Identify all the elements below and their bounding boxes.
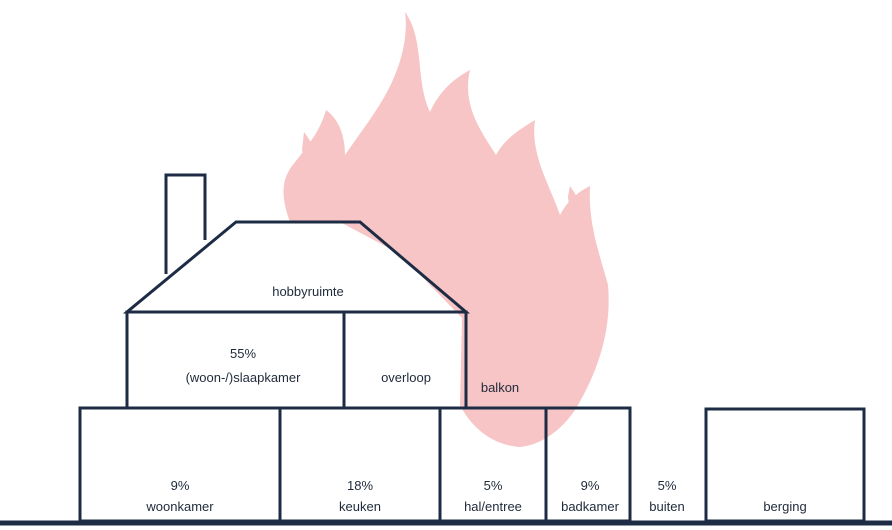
label-berging: berging xyxy=(763,499,806,514)
chimney xyxy=(164,173,207,274)
label-buiten: buiten xyxy=(649,499,684,514)
percent-badkamer: 9% xyxy=(581,478,600,493)
room-overloop xyxy=(342,310,468,410)
percent-buiten: 5% xyxy=(658,478,677,493)
label-overloop: overloop xyxy=(381,370,431,385)
label-hobbyruimte: hobbyruimte xyxy=(272,284,344,299)
label-badkamer: badkamer xyxy=(561,499,619,514)
percent-woonkamer: 9% xyxy=(171,478,190,493)
label-slaapkamer: (woon-/)slaapkamer xyxy=(186,370,302,385)
label-keuken: keuken xyxy=(339,499,381,514)
percent-slaapkamer: 55% xyxy=(230,346,256,361)
label-hal-entree: hal/entree xyxy=(464,499,522,514)
label-balkon: balkon xyxy=(481,380,519,395)
percent-hal-entree: 5% xyxy=(484,478,503,493)
percent-keuken: 18% xyxy=(347,478,373,493)
label-woonkamer: woonkamer xyxy=(145,499,214,514)
flame-icon xyxy=(283,12,609,447)
